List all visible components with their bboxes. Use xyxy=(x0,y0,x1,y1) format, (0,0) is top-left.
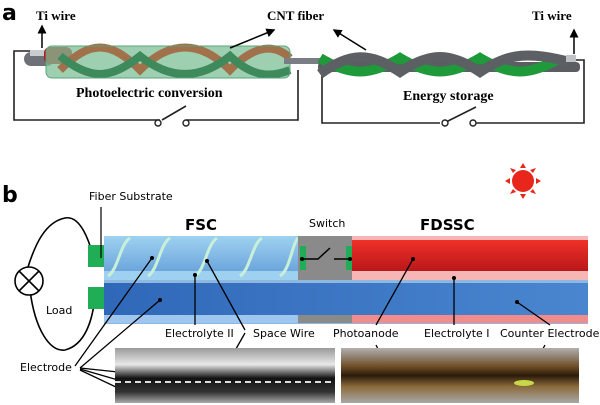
load-lamp-icon xyxy=(14,266,44,296)
fiber-substrate-contact-top xyxy=(88,245,104,267)
space-wire-label: Space Wire xyxy=(253,327,315,340)
counter-electrode-label: Counter Electrode xyxy=(500,327,600,340)
left-circuit xyxy=(13,50,299,121)
energy-storage-fiber xyxy=(317,50,580,79)
fdssc-photo xyxy=(341,348,579,403)
switch-label: Switch xyxy=(309,217,345,230)
cnt-fiber-label: CNT fiber xyxy=(267,8,324,23)
right-switch-terminal xyxy=(441,119,449,127)
left-switch-terminal xyxy=(182,119,190,127)
electrode-layer xyxy=(104,283,588,315)
cnt-fiber-arrow-left xyxy=(229,28,276,49)
panel-b-label: b xyxy=(2,183,18,208)
load-circuit xyxy=(27,217,96,351)
electrolyte-ii-label: Electrolyte II xyxy=(165,327,234,340)
electrode-label: Electrode xyxy=(20,361,72,374)
switch-block xyxy=(298,236,352,280)
photoanode-label: Photoanode xyxy=(333,327,399,340)
right-switch-terminal xyxy=(469,119,477,127)
sun-icon xyxy=(505,163,541,199)
space-wire-coils xyxy=(107,236,300,278)
fdssc-label: FDSSC xyxy=(420,216,475,234)
cnt-fiber-arrow-right xyxy=(332,29,367,51)
photoelectric-conversion-label: Photoelectric conversion xyxy=(76,86,223,101)
panel-a-label: a xyxy=(2,1,17,26)
photoelectric-fiber xyxy=(24,43,330,79)
fsc-label: FSC xyxy=(185,216,217,234)
left-switch-terminal xyxy=(154,119,162,127)
electrolyte-i-label: Electrolyte I xyxy=(424,327,490,340)
ti-wire-right-label: Ti wire xyxy=(532,8,572,23)
fsc-photo xyxy=(115,348,335,403)
load-label: Load xyxy=(46,304,72,317)
fiber-device xyxy=(104,236,588,324)
energy-storage-label: Energy storage xyxy=(403,89,494,104)
fiber-substrate-contact-bottom xyxy=(88,287,104,309)
fdssc-photoanode-layer xyxy=(352,240,588,271)
ti-wire-left-label: Ti wire xyxy=(36,8,76,23)
fiber-substrate-label: Fiber Substrate xyxy=(89,190,173,203)
